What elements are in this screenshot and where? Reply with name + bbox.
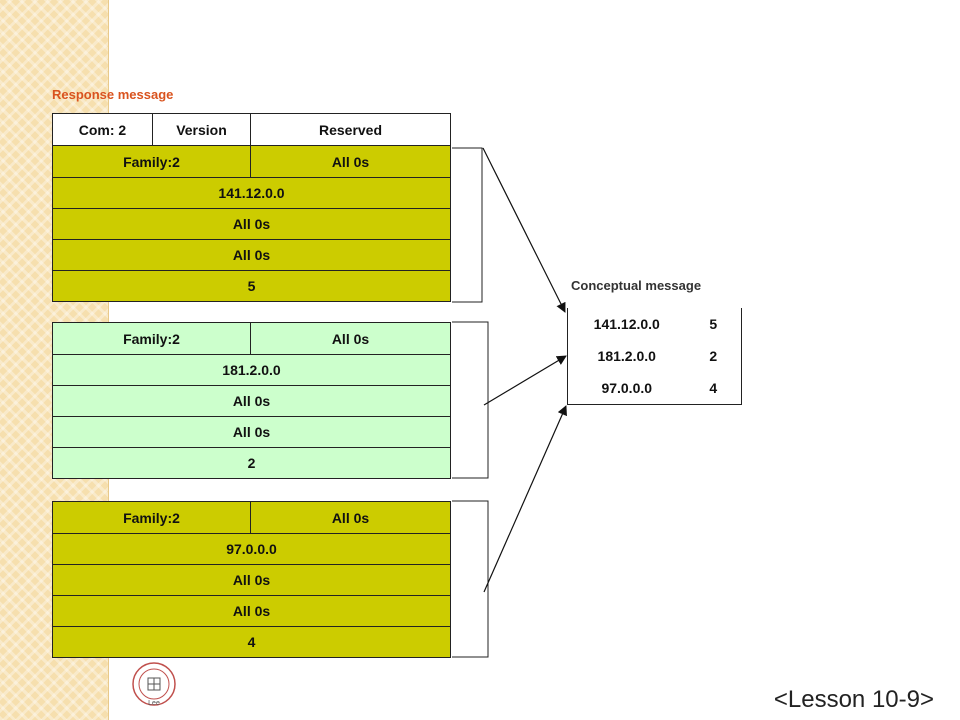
metric-cell: 2 — [52, 447, 451, 479]
metric-cell: 4 — [52, 626, 451, 658]
seal-text: Lee — [148, 700, 160, 707]
address-cell: 181.2.0.0 — [52, 354, 451, 386]
conceptual-message-label: Conceptual message — [571, 278, 702, 293]
arrow-entry-1 — [482, 147, 566, 313]
zero-cell: All 0s — [52, 416, 451, 448]
response-header-table: Com: 2 Version Reserved — [52, 113, 451, 146]
zero-cell: All 0s — [52, 564, 451, 596]
zero-cell: All 0s — [52, 208, 451, 240]
arrow-entry-3 — [483, 405, 567, 593]
family-zero-cell: All 0s — [250, 145, 451, 178]
zero-cell: All 0s — [52, 595, 451, 627]
bracket-entry-3 — [452, 500, 489, 658]
family-cell: Family:2 — [52, 322, 251, 355]
response-message-label: Response message — [52, 87, 174, 102]
concept-metric-cell: 2 — [709, 348, 718, 364]
concept-address-cell: 141.12.0.0 — [593, 316, 660, 332]
concept-metric-cell: 4 — [709, 380, 718, 396]
family-cell: Family:2 — [52, 501, 251, 534]
command-cell: Com: 2 — [52, 113, 153, 146]
arrow-entry-2 — [483, 355, 567, 406]
zero-cell: All 0s — [52, 239, 451, 271]
concept-address-cell: 181.2.0.0 — [597, 348, 656, 364]
bracket-entry-1 — [452, 147, 483, 303]
family-zero-cell: All 0s — [250, 501, 451, 534]
address-cell: 97.0.0.0 — [52, 533, 451, 565]
conceptual-table: 141.12.0.0 5 181.2.0.0 2 97.0.0.0 4 — [567, 308, 742, 405]
concept-address-cell: 97.0.0.0 — [601, 380, 653, 396]
reserved-cell: Reserved — [250, 113, 451, 146]
family-cell: Family:2 — [52, 145, 251, 178]
address-cell: 141.12.0.0 — [52, 177, 451, 209]
family-zero-cell: All 0s — [250, 322, 451, 355]
university-seal-logo: Lee — [132, 662, 176, 707]
metric-cell: 5 — [52, 270, 451, 302]
zero-cell: All 0s — [52, 385, 451, 417]
concept-metric-cell: 5 — [709, 316, 718, 332]
version-cell: Version — [152, 113, 251, 146]
bracket-entry-2 — [452, 321, 489, 479]
lesson-footer: <Lesson 10-9> — [773, 686, 934, 713]
